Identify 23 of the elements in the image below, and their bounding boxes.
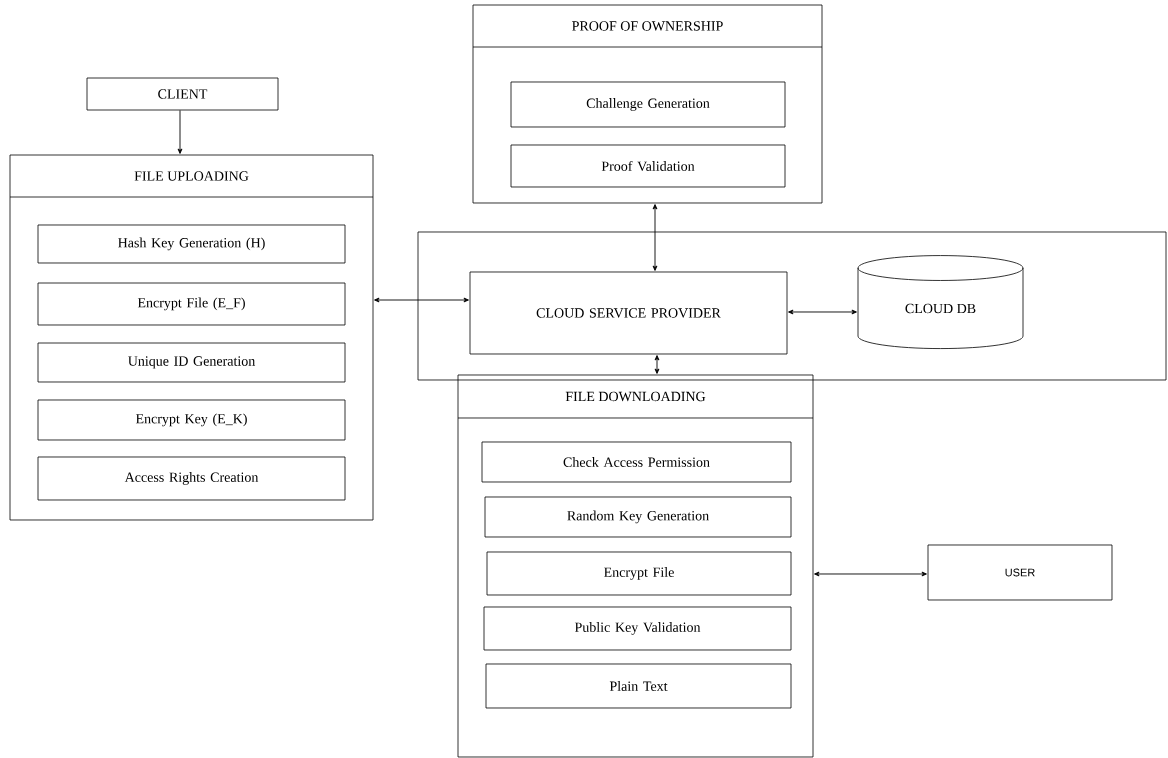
database-cylinder: CLOUD DB bbox=[857, 255, 1024, 349]
process-box: Hash Key Generation (H) bbox=[37, 224, 346, 264]
process-box: Random Key Generation bbox=[484, 496, 792, 538]
arrow bbox=[788, 309, 857, 315]
process-box: Check Access Permission bbox=[481, 441, 792, 483]
process-box: USER bbox=[927, 544, 1113, 601]
process-box: Unique ID Generation bbox=[37, 342, 346, 383]
process-box: Encrypt File bbox=[486, 551, 792, 596]
process-box: Plain Text bbox=[485, 663, 792, 709]
process-box: Challenge Generation bbox=[510, 81, 786, 128]
process-box: Proof Validation bbox=[510, 144, 786, 188]
process-box: Encrypt Key (E_K) bbox=[37, 399, 346, 441]
process-box: Access Rights Creation bbox=[37, 456, 346, 501]
arrow bbox=[374, 297, 469, 303]
arrow bbox=[652, 204, 658, 271]
process-box: CLOUD SERVICE PROVIDER bbox=[469, 271, 788, 355]
process-box: Public Key Validation bbox=[483, 606, 792, 651]
arrow bbox=[654, 355, 660, 374]
arrow bbox=[814, 571, 927, 577]
process-box: CLIENT bbox=[86, 77, 279, 111]
process-box: Encrypt File (E_F) bbox=[37, 282, 346, 326]
arrow bbox=[177, 109, 183, 154]
group-frame bbox=[417, 231, 1167, 381]
